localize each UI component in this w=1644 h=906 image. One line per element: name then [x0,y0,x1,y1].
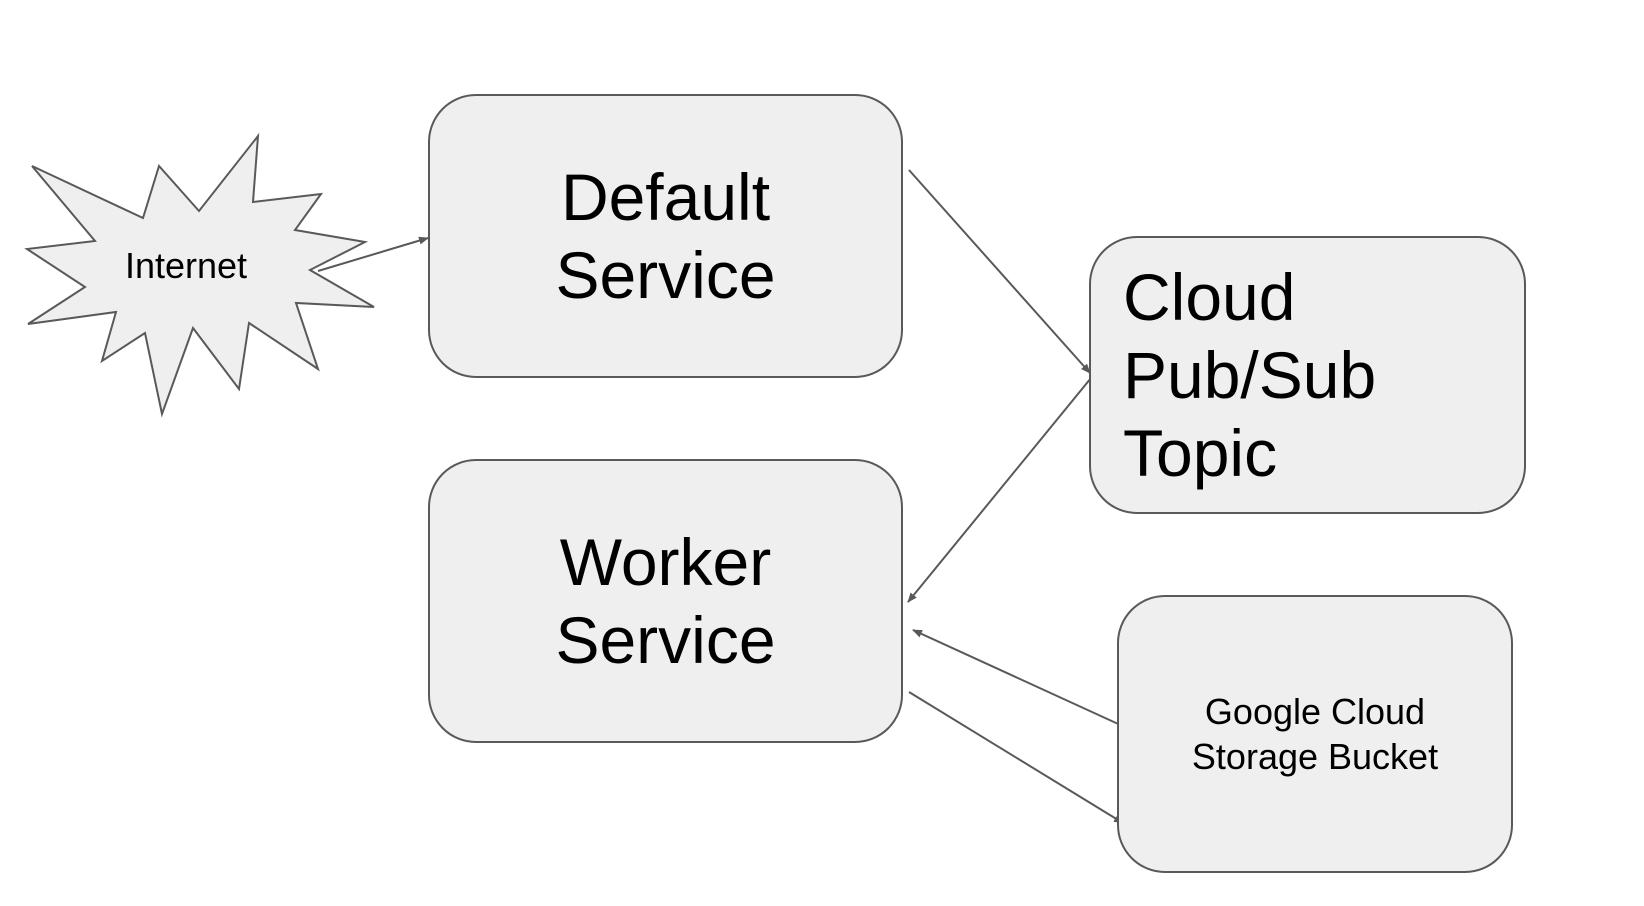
pubsub-topic-label-line-2: Pub/Sub [1123,338,1377,412]
internet-label: Internet [124,245,248,286]
arrow-storage-bucket-to-worker-service [912,629,1128,729]
default-service-node: Default Service [428,94,903,378]
default-service-label-line-1: Default [560,160,771,234]
storage-bucket-label-line-1: Google Cloud [1204,691,1426,732]
storage-bucket-label-line-2: Storage Bucket [1191,736,1439,777]
arrow-worker-service-to-storage-bucket [908,691,1124,824]
default-service-label-line-2: Service [555,238,776,312]
internet-starburst-shape [24,132,375,418]
arrow-internet-to-default-service [317,236,429,272]
worker-service-label-line-2: Service [555,603,776,677]
arrow-pubsub-topic-to-worker-service [907,377,1092,603]
worker-service-node: Worker Service [428,459,903,743]
pubsub-topic-node: Cloud Pub/Sub Topic [1089,236,1526,514]
worker-service-label-line-1: Worker [559,525,772,599]
pubsub-topic-label-line-1: Cloud [1123,260,1296,334]
storage-bucket-node: Google Cloud Storage Bucket [1117,595,1513,873]
arrow-default-service-to-pubsub-topic [908,169,1091,374]
pubsub-topic-label-line-3: Topic [1123,416,1278,490]
